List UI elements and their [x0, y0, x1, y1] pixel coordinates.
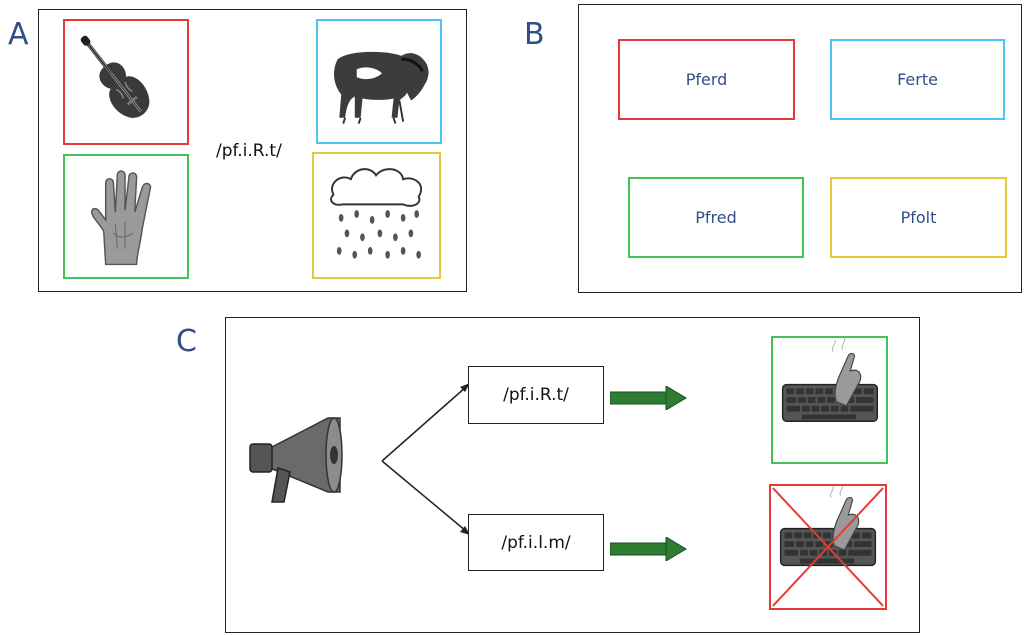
- keyboard-icon: [772, 486, 884, 607]
- keyboard-icon: [781, 338, 879, 422]
- horse-icon: [333, 51, 429, 124]
- transcription-box-2: /pf.i.l.m/: [468, 514, 604, 571]
- panel-a-transcription: /pf.i.R.t/: [216, 141, 282, 161]
- green-arrow-1: [610, 386, 687, 410]
- panel-a-letter: A: [8, 17, 29, 52]
- panel-a: /pf.i.R.t/: [38, 9, 467, 292]
- hand-icon: [91, 170, 152, 266]
- horse-picture-box[interactable]: [316, 19, 442, 144]
- panel-b-letter: B: [524, 17, 545, 52]
- keyboard-accept-box[interactable]: [771, 336, 888, 464]
- violin-icon: [80, 35, 150, 118]
- green-arrow-2: [610, 537, 687, 561]
- word-option-1[interactable]: Pferd: [618, 39, 795, 120]
- word-option-2[interactable]: Ferte: [830, 39, 1005, 120]
- transcription-box-1: /pf.i.R.t/: [468, 366, 604, 424]
- branch-arrows: [381, 383, 470, 535]
- rain-cloud-picture-box[interactable]: [312, 152, 441, 279]
- megaphone-icon: [249, 417, 343, 503]
- panel-c: /pf.i.R.t/ /pf.i.l.m/: [225, 317, 920, 633]
- keyboard-reject-box[interactable]: [769, 484, 887, 610]
- hand-picture-box[interactable]: [63, 154, 189, 279]
- panel-b: Pferd Ferte Pfred Pfolt: [578, 4, 1022, 293]
- word-option-3[interactable]: Pfred: [628, 177, 804, 258]
- panel-c-letter: C: [176, 324, 197, 359]
- rain-cloud-icon: [330, 168, 423, 259]
- violin-picture-box[interactable]: [63, 19, 189, 145]
- word-option-4[interactable]: Pfolt: [830, 177, 1007, 258]
